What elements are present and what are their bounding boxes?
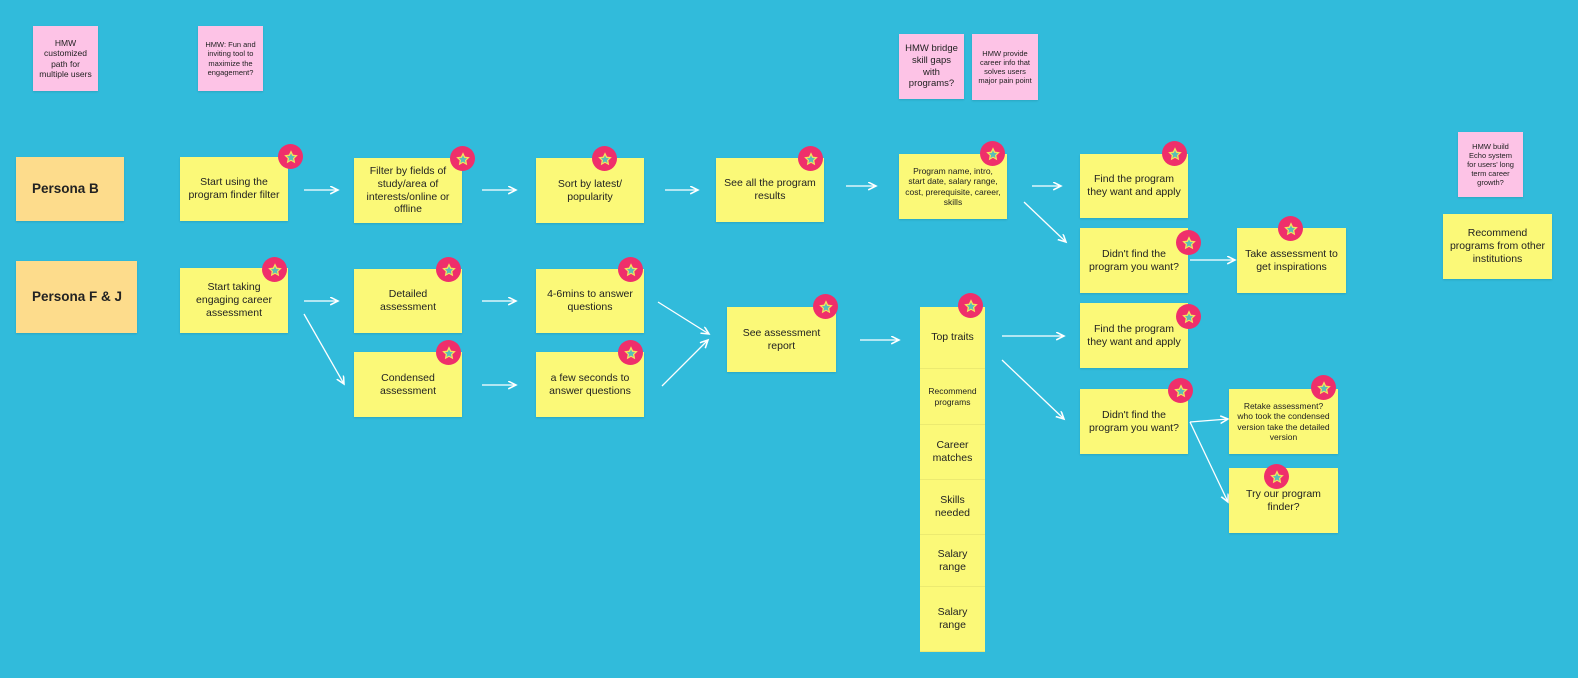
persona-fj-label[interactable]: Persona F & J	[16, 261, 137, 333]
report-item-salary-2[interactable]: Salary range	[920, 587, 985, 652]
hmw-note-bridge-gaps[interactable]: HMW bridge skill gaps with programs?	[899, 34, 964, 99]
star-icon[interactable]	[450, 146, 475, 171]
note-text: Take assessment to get inspirations	[1245, 247, 1338, 273]
note-text: Try our program finder?	[1246, 487, 1321, 513]
note-text: Salary range	[937, 547, 968, 573]
star-icon[interactable]	[618, 257, 643, 282]
arrow	[1023, 201, 1066, 242]
note-text: Find the program they want and apply	[1087, 322, 1181, 348]
star-icon[interactable]	[592, 146, 617, 171]
note-text: HMW provide career info that solves user…	[978, 48, 1032, 86]
star-icon[interactable]	[980, 141, 1005, 166]
step-fj-didnt-find[interactable]: Didn't find the program you want?	[1080, 389, 1188, 454]
step-recommend-other[interactable]: Recommend programs from other institutio…	[1443, 214, 1552, 279]
note-text: Salary range	[937, 606, 968, 631]
persona-name: Persona B	[32, 180, 99, 196]
note-text: HMW customized path for multiple users	[39, 37, 92, 79]
note-text: Retake assessment? who took the condense…	[1237, 400, 1330, 442]
note-text: Program name, intro, start date, salary …	[905, 165, 1001, 207]
step-report[interactable]: See assessment report	[727, 307, 836, 372]
star-icon[interactable]	[798, 146, 823, 171]
hmw-note-echo-system[interactable]: HMW build Echo system for users' long te…	[1458, 132, 1523, 197]
note-text: Start taking engaging career assessment	[196, 281, 272, 319]
step-b-didnt-find[interactable]: Didn't find the program you want?	[1080, 228, 1188, 293]
step-take-assessment[interactable]: Take assessment to get inspirations	[1237, 228, 1346, 293]
report-item-career[interactable]: Career matches	[920, 425, 985, 480]
arrow	[661, 340, 708, 387]
star-icon[interactable]	[1278, 216, 1303, 241]
star-icon[interactable]	[278, 144, 303, 169]
star-icon[interactable]	[1264, 464, 1289, 489]
star-icon[interactable]	[1168, 378, 1193, 403]
star-icon[interactable]	[436, 257, 461, 282]
note-text: 4-6mins to answer questions	[547, 288, 633, 313]
step-sort[interactable]: Sort by latest/ popularity	[536, 158, 644, 223]
note-text: Career matches	[932, 439, 973, 464]
note-text: a few seconds to answer questions	[549, 371, 631, 397]
persona-b-label[interactable]: Persona B	[16, 157, 124, 221]
note-text: Detailed assessment	[379, 288, 437, 313]
star-icon[interactable]	[958, 293, 983, 318]
hmw-note-customized-path[interactable]: HMW customized path for multiple users	[33, 26, 98, 91]
arrow	[657, 301, 709, 334]
note-text: See all the program results	[724, 177, 816, 202]
report-item-recommend[interactable]: Recommend programs	[920, 369, 985, 425]
star-icon[interactable]	[1162, 141, 1187, 166]
report-item-salary[interactable]: Salary range	[920, 535, 985, 587]
arrow	[1001, 359, 1064, 419]
step-retake[interactable]: Retake assessment? who took the condense…	[1229, 389, 1338, 454]
step-start-filter[interactable]: Start using the program finder filter	[180, 157, 288, 221]
note-text: Sort by latest/ popularity	[557, 177, 623, 203]
star-icon[interactable]	[813, 294, 838, 319]
hmw-note-fun-tool[interactable]: HMW: Fun and inviting tool to maximize t…	[198, 26, 263, 91]
note-text: Recommend programs from other institutio…	[1449, 227, 1546, 265]
star-icon[interactable]	[262, 257, 287, 282]
note-text: Didn't find the program you want?	[1089, 408, 1179, 434]
note-text: Find the program they want and apply	[1087, 173, 1181, 198]
note-text: HMW: Fun and inviting tool to maximize t…	[205, 40, 256, 77]
note-text: HMW build Echo system for users' long te…	[1467, 141, 1514, 188]
step-filter-fields[interactable]: Filter by fields of study/area of intere…	[354, 158, 462, 223]
star-icon[interactable]	[618, 340, 643, 365]
note-text: Recommend programs	[928, 386, 977, 407]
report-item-skills[interactable]: Skills needed	[920, 480, 985, 535]
note-text: HMW bridge skill gaps with programs?	[905, 43, 958, 90]
note-text: Didn't find the program you want?	[1089, 247, 1179, 273]
note-text: Condensed assessment	[379, 371, 437, 397]
note-text: Filter by fields of study/area of intere…	[366, 164, 450, 216]
star-icon[interactable]	[1176, 230, 1201, 255]
step-condensed[interactable]: Condensed assessment	[354, 352, 462, 417]
persona-name: Persona F & J	[32, 288, 123, 304]
hmw-note-career-info[interactable]: HMW provide career info that solves user…	[972, 34, 1038, 100]
arrow	[1189, 419, 1228, 422]
arrow	[1189, 421, 1228, 502]
star-icon[interactable]	[1176, 304, 1201, 329]
star-icon[interactable]	[436, 340, 461, 365]
note-text: Top traits	[931, 331, 974, 344]
arrow	[303, 313, 344, 384]
note-text: Skills needed	[934, 494, 971, 519]
step-fj-find-apply[interactable]: Find the program they want and apply	[1080, 303, 1188, 368]
note-text: Start using the program finder filter	[188, 176, 280, 201]
note-text: See assessment report	[742, 326, 821, 352]
star-icon[interactable]	[1311, 375, 1336, 400]
step-seconds[interactable]: a few seconds to answer questions	[536, 352, 644, 417]
